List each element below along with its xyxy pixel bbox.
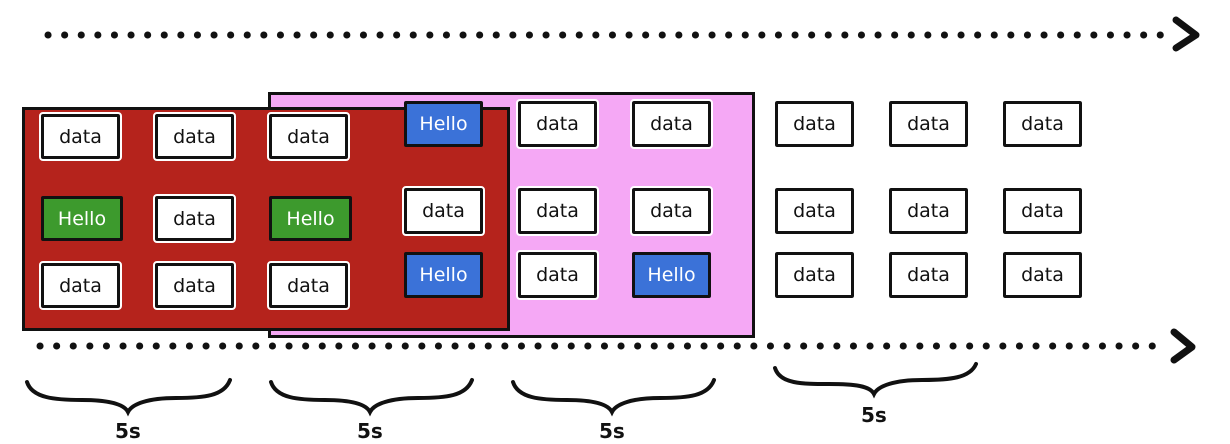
event-cell: data	[1001, 99, 1084, 149]
event-cell: data	[153, 112, 236, 161]
event-cell: data	[267, 112, 350, 161]
event-cell: data	[516, 186, 599, 236]
top-arrowhead-icon	[1172, 16, 1200, 52]
event-cell: Hello	[404, 252, 483, 298]
event-cell: Hello	[632, 252, 711, 298]
event-cell: data	[773, 99, 856, 149]
event-cell: data	[773, 186, 856, 236]
event-cell: data	[630, 99, 713, 149]
curly-brace-icon	[511, 378, 716, 417]
duration-label: 5s	[599, 419, 625, 443]
event-cell: data	[630, 186, 713, 236]
event-cell: data	[773, 250, 856, 300]
event-cell: data	[402, 186, 485, 236]
event-cell: data	[153, 194, 236, 243]
event-cell: data	[1001, 186, 1084, 236]
event-cell: data	[516, 99, 599, 149]
event-cell: data	[516, 250, 599, 300]
curly-brace-icon	[269, 378, 474, 417]
duration-label: 5s	[357, 419, 383, 443]
event-cell: data	[887, 186, 970, 236]
event-cell: data	[1001, 250, 1084, 300]
bottom-arrowhead-icon	[1170, 328, 1196, 364]
curly-brace-icon	[25, 378, 232, 417]
event-cell: data	[267, 261, 350, 310]
curly-brace-icon	[773, 362, 978, 399]
event-cell: Hello	[269, 196, 352, 241]
event-cell: data	[153, 261, 236, 310]
duration-label: 5s	[861, 403, 887, 427]
duration-label: 5s	[115, 419, 141, 443]
event-cell: data	[887, 250, 970, 300]
event-cell: data	[39, 112, 122, 161]
event-cell: Hello	[404, 101, 483, 147]
event-cell: Hello	[41, 196, 123, 241]
event-cell: data	[887, 99, 970, 149]
event-cell: data	[39, 261, 122, 310]
